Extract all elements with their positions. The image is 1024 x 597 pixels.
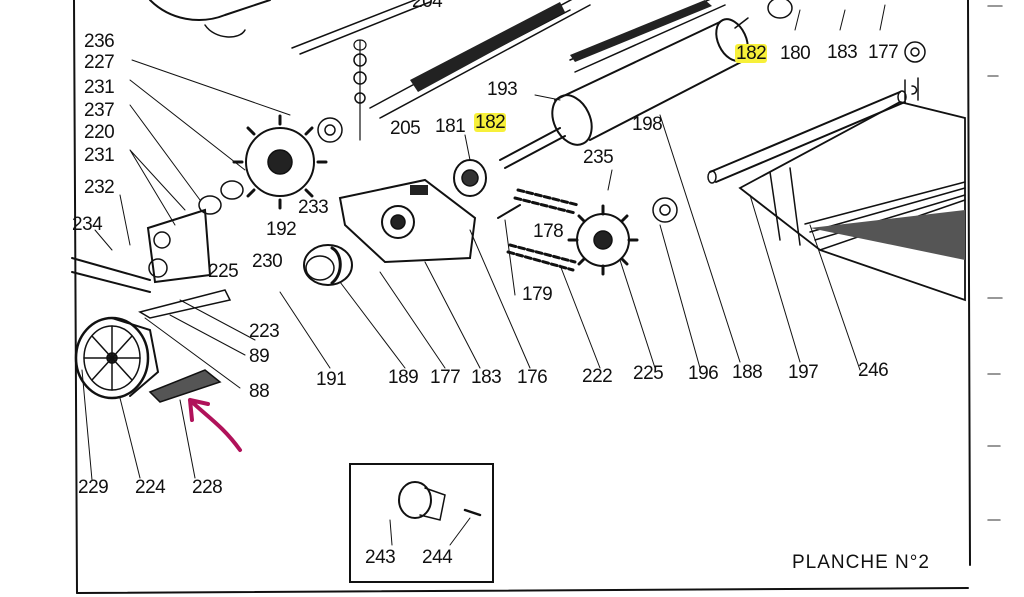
blade-228 <box>148 369 222 403</box>
part-label: 224 <box>135 477 166 498</box>
part-label: 88 <box>249 381 270 402</box>
part-label: 233 <box>298 197 329 218</box>
roller-197 <box>707 90 907 184</box>
frame-right <box>967 0 971 566</box>
part-label: 180 <box>780 43 811 64</box>
part-label: 220 <box>84 122 115 143</box>
part-label: 183 <box>827 42 858 63</box>
roller-top-left <box>149 0 271 21</box>
part-label: 188 <box>732 362 763 383</box>
part-label: 189 <box>388 367 419 388</box>
part-label: 193 <box>487 79 518 100</box>
part-label: 234 <box>72 214 103 235</box>
annotation-arrow <box>188 398 242 452</box>
part-label: 244 <box>422 547 453 568</box>
part-label: 235 <box>583 147 614 168</box>
part-label: 225 <box>208 261 239 282</box>
part-label: 228 <box>192 477 223 498</box>
part-label: 222 <box>582 366 613 387</box>
spreader-246 <box>738 77 966 302</box>
part-label: 237 <box>84 100 115 121</box>
lamp-243 <box>398 481 446 521</box>
part-label-highlighted: 182 <box>735 43 768 64</box>
bar-193 <box>569 0 726 73</box>
part-label: 181 <box>435 116 466 137</box>
part-label: 230 <box>252 251 283 272</box>
chain-178 <box>497 188 580 272</box>
part-label: 192 <box>266 219 297 240</box>
inset-box <box>349 463 494 583</box>
part-label: 196 <box>688 363 719 384</box>
part-label: 183 <box>471 367 502 388</box>
frame-left <box>73 0 78 594</box>
pulley-189 <box>303 244 353 286</box>
part-label: 198 <box>632 114 663 135</box>
gear-227 <box>232 114 328 210</box>
part-label: 205 <box>390 118 421 139</box>
part-label: 89 <box>249 346 270 367</box>
part-label: 176 <box>517 367 548 388</box>
part-label: 246 <box>858 360 889 381</box>
part-label: 231 <box>84 145 115 166</box>
part-label: 177 <box>430 367 461 388</box>
wheel-224 <box>74 316 160 400</box>
part-label: 191 <box>316 369 347 390</box>
screw-244 <box>463 508 482 517</box>
plate-title: PLANCHE N°2 <box>792 552 930 573</box>
part-label: 179 <box>522 284 553 305</box>
rail-234 <box>71 257 151 293</box>
part-label: 197 <box>788 362 819 383</box>
part-label: 231 <box>84 77 115 98</box>
frame-bottom <box>76 587 969 594</box>
part-label: 236 <box>84 31 115 52</box>
part-label: 232 <box>84 177 115 198</box>
part-label: 178 <box>533 221 564 242</box>
part-label: 223 <box>249 321 280 342</box>
part-label-highlighted: 182 <box>474 112 507 133</box>
part-label: 177 <box>868 42 899 63</box>
rod-204 <box>291 0 431 55</box>
bearing-block-176 <box>338 178 477 264</box>
part-label: 227 <box>84 52 115 73</box>
part-label: 243 <box>365 547 396 568</box>
part-label: 225 <box>633 363 664 384</box>
bracket-220 <box>146 208 212 284</box>
part-label: 229 <box>78 477 109 498</box>
part-label: 204 <box>412 0 443 12</box>
sprocket-226 <box>567 204 639 276</box>
